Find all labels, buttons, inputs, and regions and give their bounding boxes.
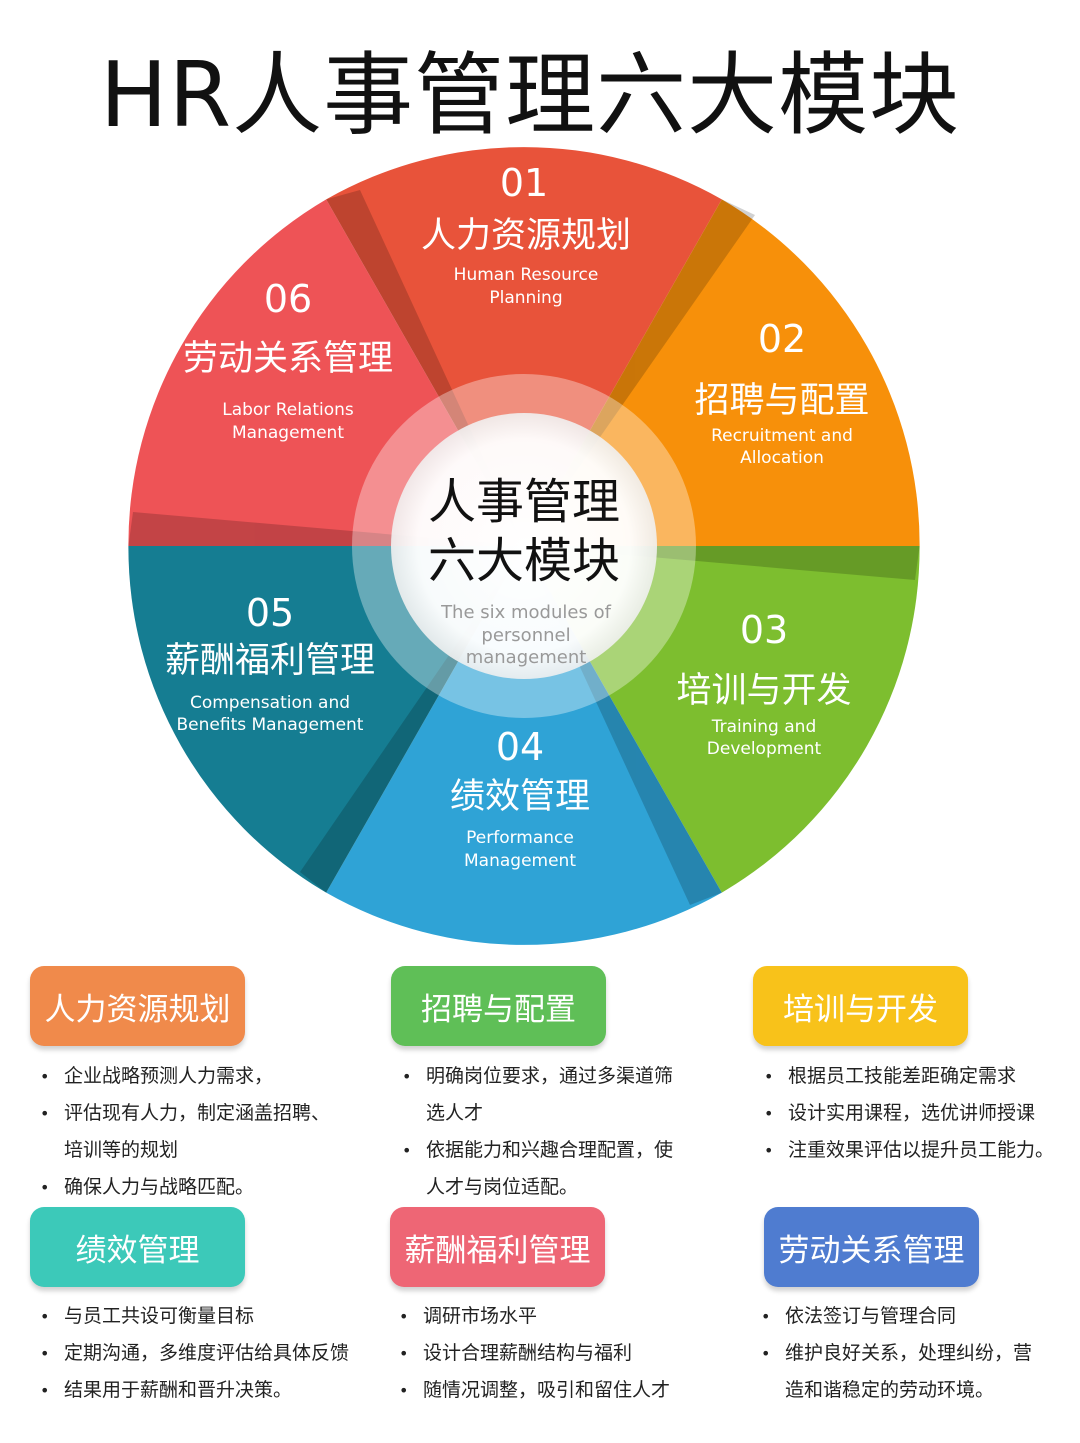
- list-item: 人才与岗位适配。: [426, 1176, 579, 1198]
- hub-subtitle-line1: The six modules of: [440, 602, 612, 623]
- list-item: 定期沟通，多维度评估给具体反馈: [36, 1335, 381, 1372]
- list-item: 依据能力和兴趣合理配置，使: [398, 1132, 718, 1169]
- list-item: 培训等的规划: [64, 1139, 179, 1161]
- list-item: 企业战略预测人力需求，: [36, 1058, 376, 1095]
- bullet-list: 明确岗位要求，通过多渠道筛 选人才 依据能力和兴趣合理配置，使 人才与岗位适配。: [398, 1058, 718, 1206]
- module-card-performance: 绩效管理: [30, 1207, 245, 1287]
- bullet-list: 企业战略预测人力需求， 评估现有人力，制定涵盖招聘、 培训等的规划 确保人力与战…: [36, 1058, 376, 1206]
- list-item: 结果用于薪酬和晋升决策。: [36, 1372, 381, 1409]
- segment-cn-label: 薪酬福利管理: [165, 641, 375, 681]
- page-title: HR人事管理六大模块: [99, 43, 961, 148]
- list-item: 评估现有人力，制定涵盖招聘、: [36, 1095, 376, 1132]
- list-item: 调研市场水平: [395, 1298, 725, 1335]
- list-item: 造和谐稳定的劳动环境。: [785, 1379, 995, 1401]
- segment-cn-label: 劳动关系管理: [183, 339, 393, 379]
- list-item: 根据员工技能差距确定需求: [760, 1058, 1075, 1095]
- list-item: 选人才: [426, 1102, 484, 1124]
- list-item: 设计实用课程，选优讲师授课: [760, 1095, 1075, 1132]
- list-item: 明确岗位要求，通过多渠道筛: [398, 1058, 718, 1095]
- list-item: 随情况调整，吸引和留住人才: [395, 1372, 725, 1409]
- bullet-list: 依法签订与管理合同 维护良好关系，处理纠纷，营 造和谐稳定的劳动环境。: [757, 1298, 1057, 1409]
- segment-en-label-1: Training and: [711, 717, 816, 737]
- segment-en-label-1: Recruitment and: [711, 426, 853, 446]
- segment-cn-label: 招聘与配置: [694, 381, 869, 421]
- hub-subtitle-line3: management: [466, 647, 587, 668]
- segment-en-label-2: Management: [464, 851, 576, 871]
- segment-en-label-2: Development: [707, 739, 822, 759]
- module-card-training: 培训与开发: [753, 966, 968, 1046]
- segment-en-label-1: Performance: [466, 828, 574, 848]
- segment-en-label-2: Management: [232, 423, 344, 443]
- hub-title-line2: 六大模块: [428, 533, 620, 589]
- segment-number: 04: [496, 725, 544, 769]
- segment-en-label-1: Labor Relations: [222, 400, 354, 420]
- segment-en-label-2: Benefits Management: [177, 715, 364, 735]
- segment-number: 03: [740, 608, 788, 652]
- segment-hr-planning: [326, 147, 722, 547]
- segment-performance: [326, 546, 722, 945]
- bullet-list: 调研市场水平 设计合理薪酬结构与福利 随情况调整，吸引和留住人才: [395, 1298, 725, 1409]
- segment-cn-label: 绩效管理: [450, 777, 590, 817]
- segment-en-label-1: Human Resource: [454, 265, 599, 285]
- hub-title-line1: 人事管理: [428, 474, 620, 530]
- segment-number: 01: [500, 161, 548, 205]
- hub-circle: [391, 413, 657, 679]
- module-wheel: 人事管理 六大模块 The six modules of personnel m…: [128, 147, 920, 945]
- segment-number: 05: [246, 591, 294, 635]
- bullet-list: 与员工共设可衡量目标 定期沟通，多维度评估给具体反馈 结果用于薪酬和晋升决策。: [36, 1298, 381, 1409]
- module-card-compensation: 薪酬福利管理: [390, 1207, 605, 1287]
- hub-subtitle-line2: personnel: [481, 625, 570, 646]
- list-item: 维护良好关系，处理纠纷，营: [757, 1335, 1057, 1372]
- segment-en-label-2: Allocation: [740, 448, 824, 468]
- list-item: 确保人力与战略匹配。: [36, 1169, 376, 1206]
- list-item: 与员工共设可衡量目标: [36, 1298, 381, 1335]
- bullet-list: 根据员工技能差距确定需求 设计实用课程，选优讲师授课 注重效果评估以提升员工能力…: [760, 1058, 1075, 1169]
- segment-en-label-1: Compensation and: [190, 693, 350, 713]
- segment-cn-label: 人力资源规划: [421, 216, 631, 256]
- segment-number: 06: [264, 277, 312, 321]
- list-item: 依法签订与管理合同: [757, 1298, 1057, 1335]
- segment-en-label-2: Planning: [489, 288, 562, 308]
- list-item: 设计合理薪酬结构与福利: [395, 1335, 725, 1372]
- module-card-recruitment: 招聘与配置: [391, 966, 606, 1046]
- segment-number: 02: [758, 317, 806, 361]
- list-item: 注重效果评估以提升员工能力。: [760, 1132, 1075, 1169]
- segment-cn-label: 培训与开发: [676, 671, 851, 711]
- module-card-labor-relations: 劳动关系管理: [764, 1207, 979, 1287]
- module-card-hr-planning: 人力资源规划: [30, 966, 245, 1046]
